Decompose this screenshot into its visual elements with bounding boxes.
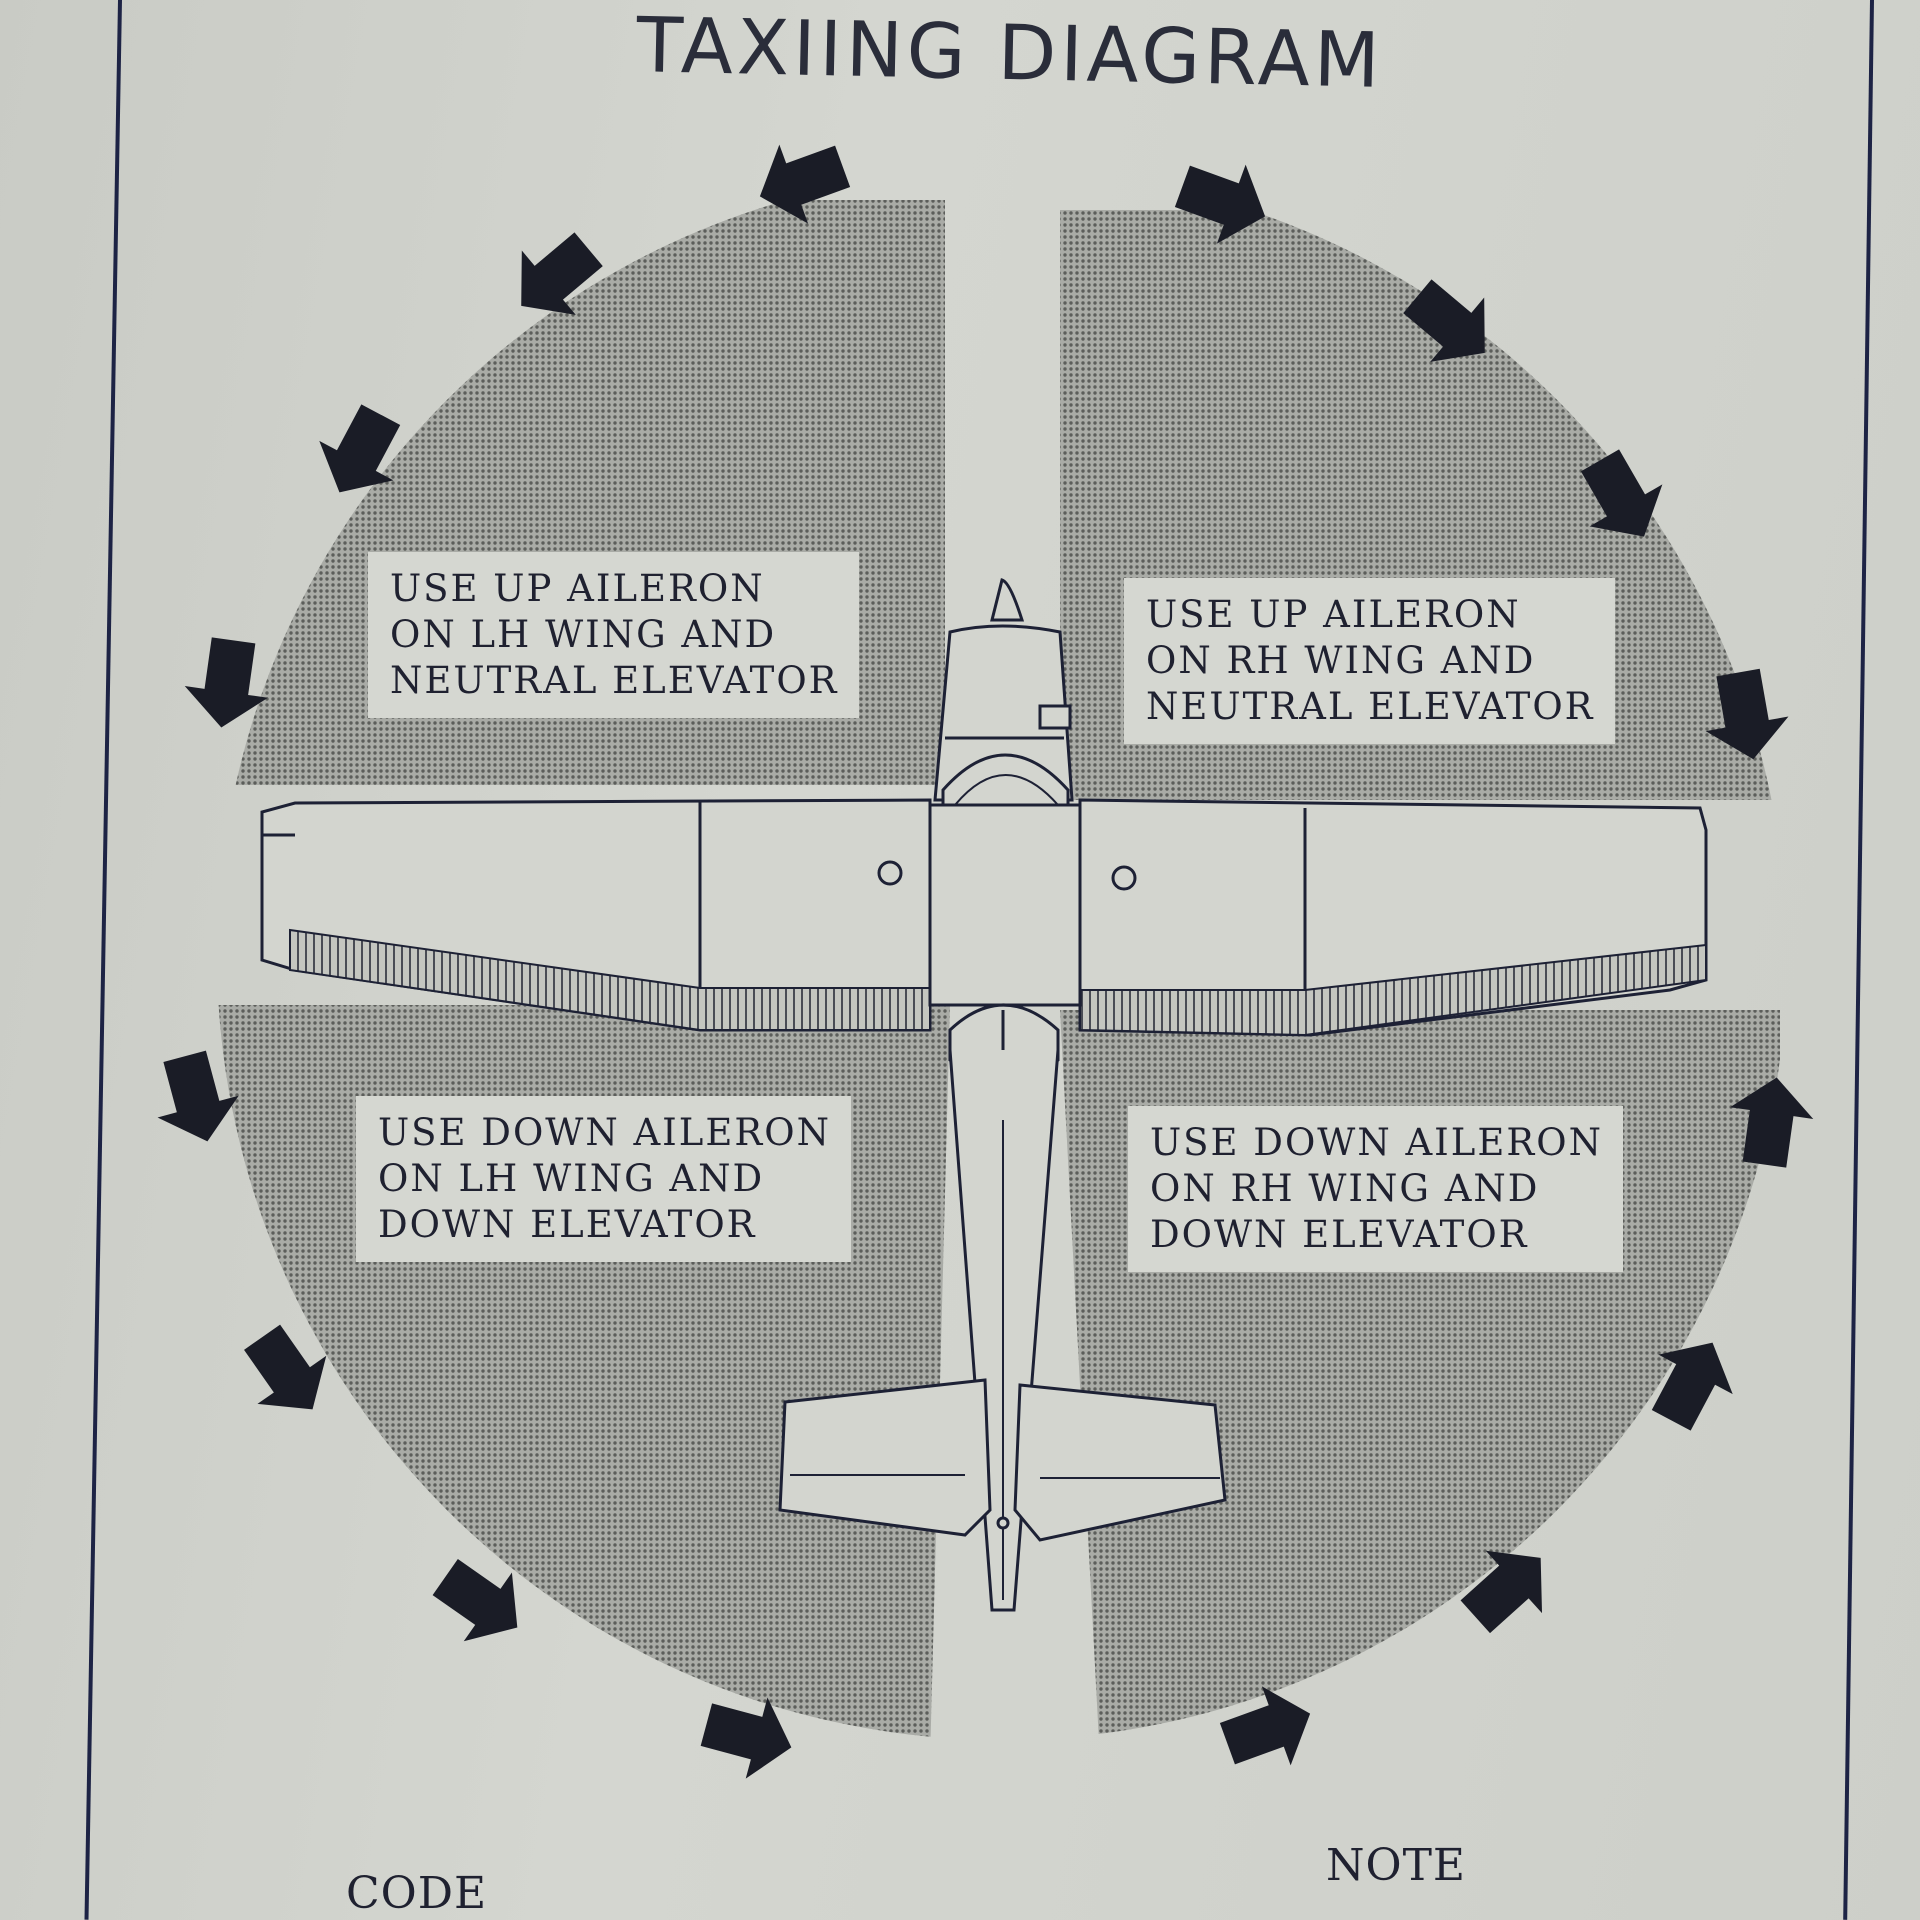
code-heading: CODE [346,1868,488,1919]
label-line: USE UP AILERON [1146,593,1521,636]
diagram-title: TAXIING DIAGRAM [635,0,1385,105]
note-heading: NOTE [1326,1840,1467,1891]
label-line: USE DOWN AILERON [1150,1121,1603,1164]
airplane-icon [260,578,1708,1612]
quadrant-label-top-left: USE UP AILERON ON LH WING AND NEUTRAL EL… [368,552,859,718]
label-line: ON RH WING AND [1150,1167,1540,1210]
label-line: ON LH WING AND [378,1157,765,1200]
quadrant-label-top-right: USE UP AILERON ON RH WING AND NEUTRAL EL… [1124,578,1615,744]
label-line: ON LH WING AND [390,613,777,656]
label-line: ON RH WING AND [1146,639,1536,682]
label-line: NEUTRAL ELEVATOR [390,659,839,702]
label-line: NEUTRAL ELEVATOR [1146,685,1595,728]
label-line: DOWN ELEVATOR [1150,1213,1529,1256]
label-line: USE UP AILERON [390,567,765,610]
label-line: DOWN ELEVATOR [378,1203,757,1246]
quadrant-label-bottom-right: USE DOWN AILERON ON RH WING AND DOWN ELE… [1128,1106,1623,1272]
quadrant-label-bottom-left: USE DOWN AILERON ON LH WING AND DOWN ELE… [356,1096,851,1262]
label-line: USE DOWN AILERON [378,1111,831,1154]
